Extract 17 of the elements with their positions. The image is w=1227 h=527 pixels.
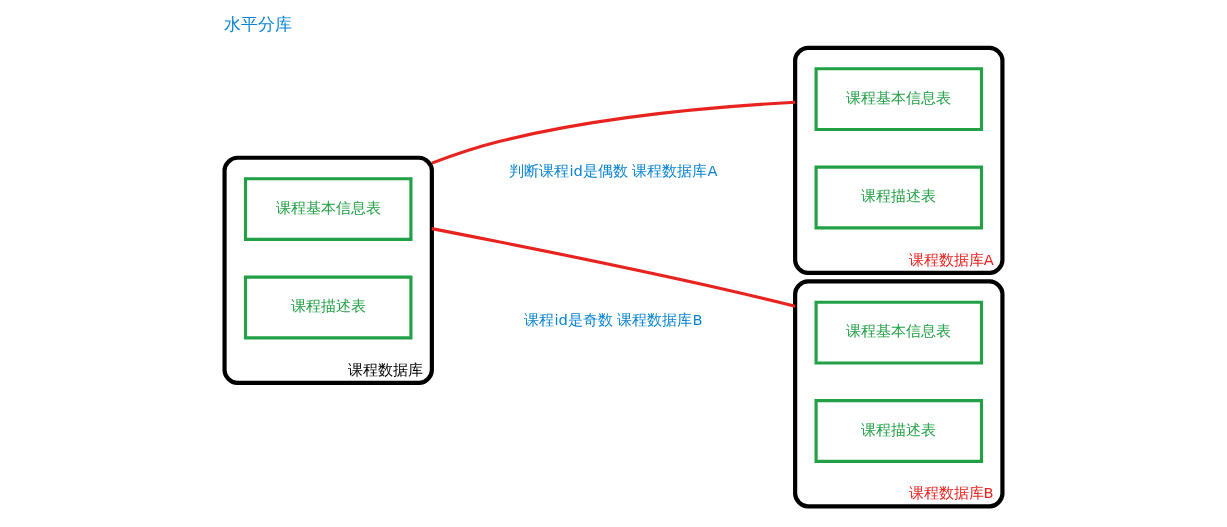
node-box: 课程描述表 (814, 399, 984, 463)
node-box: 课程描述表 (814, 165, 984, 230)
cluster (222, 155, 434, 385)
node-label: 课程数据库 (348, 360, 424, 378)
connector (431, 100, 796, 165)
node-box: 课程基本信息表 (814, 300, 984, 365)
cluster (793, 45, 1005, 275)
node-box: 课程描述表 (243, 275, 413, 340)
label: 判断课程id是偶数 课程数据库A (509, 162, 718, 180)
label: 课程id是奇数 课程数据库B (524, 310, 703, 328)
connector (431, 227, 796, 308)
node-label: 课程数据库B (908, 484, 994, 502)
cluster (793, 279, 1005, 509)
node-label: 课程数据库A (908, 250, 994, 268)
node-box: 课程基本信息表 (243, 177, 413, 241)
node-box: 课程基本信息表 (814, 67, 984, 132)
diagram-title: 水平分库 (224, 13, 293, 34)
